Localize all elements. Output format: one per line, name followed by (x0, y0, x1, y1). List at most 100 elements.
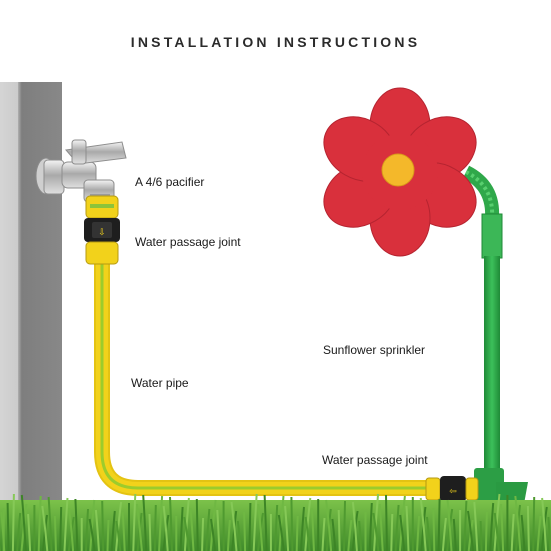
grass-blade (115, 501, 123, 551)
grass-blade (489, 502, 495, 551)
grass-blade (74, 498, 79, 551)
grass-blade (520, 514, 526, 551)
grass-blade (432, 507, 436, 551)
grass-blade (41, 505, 49, 551)
grass-blade (210, 518, 216, 551)
grass-blade (169, 496, 173, 551)
grass-blade (257, 503, 264, 551)
grass-blade (63, 497, 69, 551)
grass-blade (493, 493, 501, 551)
label-water-passage-joint-bottom: Water passage joint (322, 453, 428, 467)
grass-blade (441, 517, 447, 551)
grass-blade (484, 511, 488, 551)
grass (0, 493, 551, 551)
svg-text:⇦: ⇦ (449, 487, 457, 497)
grass-blade (274, 504, 279, 551)
grass-blade (94, 509, 100, 551)
grass-blade (121, 511, 126, 551)
grass-blade (514, 495, 522, 551)
grass-blade (59, 506, 63, 551)
grass-blade (110, 510, 116, 551)
grass-blade (493, 512, 500, 551)
grass-blade (6, 502, 10, 551)
grass-blade (321, 517, 326, 551)
grass-blade (290, 496, 294, 551)
grass-blade (419, 497, 427, 551)
grass-blade (426, 516, 431, 551)
grass-blade (452, 518, 457, 551)
grass-blade (390, 513, 394, 551)
grass-blade (310, 507, 315, 551)
grass-blade (300, 506, 305, 551)
grass-blade (183, 497, 190, 551)
grass-blade (142, 494, 148, 551)
grass-blade (405, 505, 410, 551)
sunflower-sprinkler (323, 87, 477, 257)
grass-blade (351, 501, 358, 551)
grass-blade (467, 510, 474, 551)
grass-blade (148, 513, 152, 551)
grass-blade (284, 505, 290, 551)
grass-blade (205, 508, 211, 551)
grass-blade (216, 509, 221, 551)
grass-blade (236, 520, 242, 551)
grass-blade (89, 499, 96, 551)
grass-blade (230, 501, 238, 551)
grass-blade (53, 515, 57, 551)
grass-blade (347, 519, 353, 551)
grass-blade (331, 518, 337, 551)
grass-blade (201, 517, 205, 551)
grass-blade (473, 501, 479, 551)
grass-blade (343, 500, 346, 551)
label-pacifier: A 4/6 pacifier (135, 175, 205, 189)
pacifier-connector (85, 195, 119, 219)
wall (0, 82, 62, 512)
grass-blade (47, 496, 53, 551)
grass-blade (252, 493, 258, 551)
grass-blade (373, 493, 380, 551)
label-sunflower-sprinkler: Sunflower sprinkler (323, 343, 426, 357)
grass-blade (526, 505, 530, 551)
grass-blade (541, 497, 548, 551)
faucet (35, 139, 127, 203)
grass-blade (27, 513, 32, 551)
grass-blade (278, 495, 285, 551)
grass-blade (304, 497, 312, 551)
grass-blade (510, 513, 515, 551)
grass-blade (295, 515, 299, 551)
grass-blade (195, 498, 199, 551)
grass-blade (536, 515, 542, 551)
grass-blade (337, 509, 341, 551)
page-title: INSTALLATION INSTRUCTIONS (130, 34, 421, 50)
grass-blade (368, 502, 373, 551)
grass-blade (226, 519, 231, 551)
grass-blade (399, 514, 406, 551)
grass-blade (416, 515, 421, 551)
grass-blade (304, 516, 311, 551)
grass-blade (179, 506, 184, 551)
water-pipe (94, 262, 432, 496)
grass-blade (277, 514, 285, 551)
grass-blade (263, 494, 268, 551)
grass-blade (16, 512, 22, 551)
grass-blade (101, 500, 105, 551)
svg-text:⇩: ⇩ (98, 228, 106, 238)
grass-blade (394, 504, 400, 551)
grass-blade (385, 494, 388, 551)
grass-blade (325, 499, 333, 551)
grass-blade (463, 500, 468, 551)
water-passage-joint-top: ⇩ (84, 218, 120, 265)
grass-blade (372, 512, 380, 551)
grass-blade (106, 519, 110, 551)
grass-blade (162, 505, 169, 551)
grass-blade (88, 518, 96, 551)
grass-blade (243, 511, 247, 551)
grass-blade (68, 507, 75, 551)
flower-center (381, 153, 415, 187)
grass-blade (479, 520, 483, 551)
water-passage-joint-bottom: ⇦ (425, 476, 479, 502)
grass-blade (398, 495, 406, 551)
grass-blade (209, 499, 217, 551)
grass-blade (158, 495, 164, 551)
